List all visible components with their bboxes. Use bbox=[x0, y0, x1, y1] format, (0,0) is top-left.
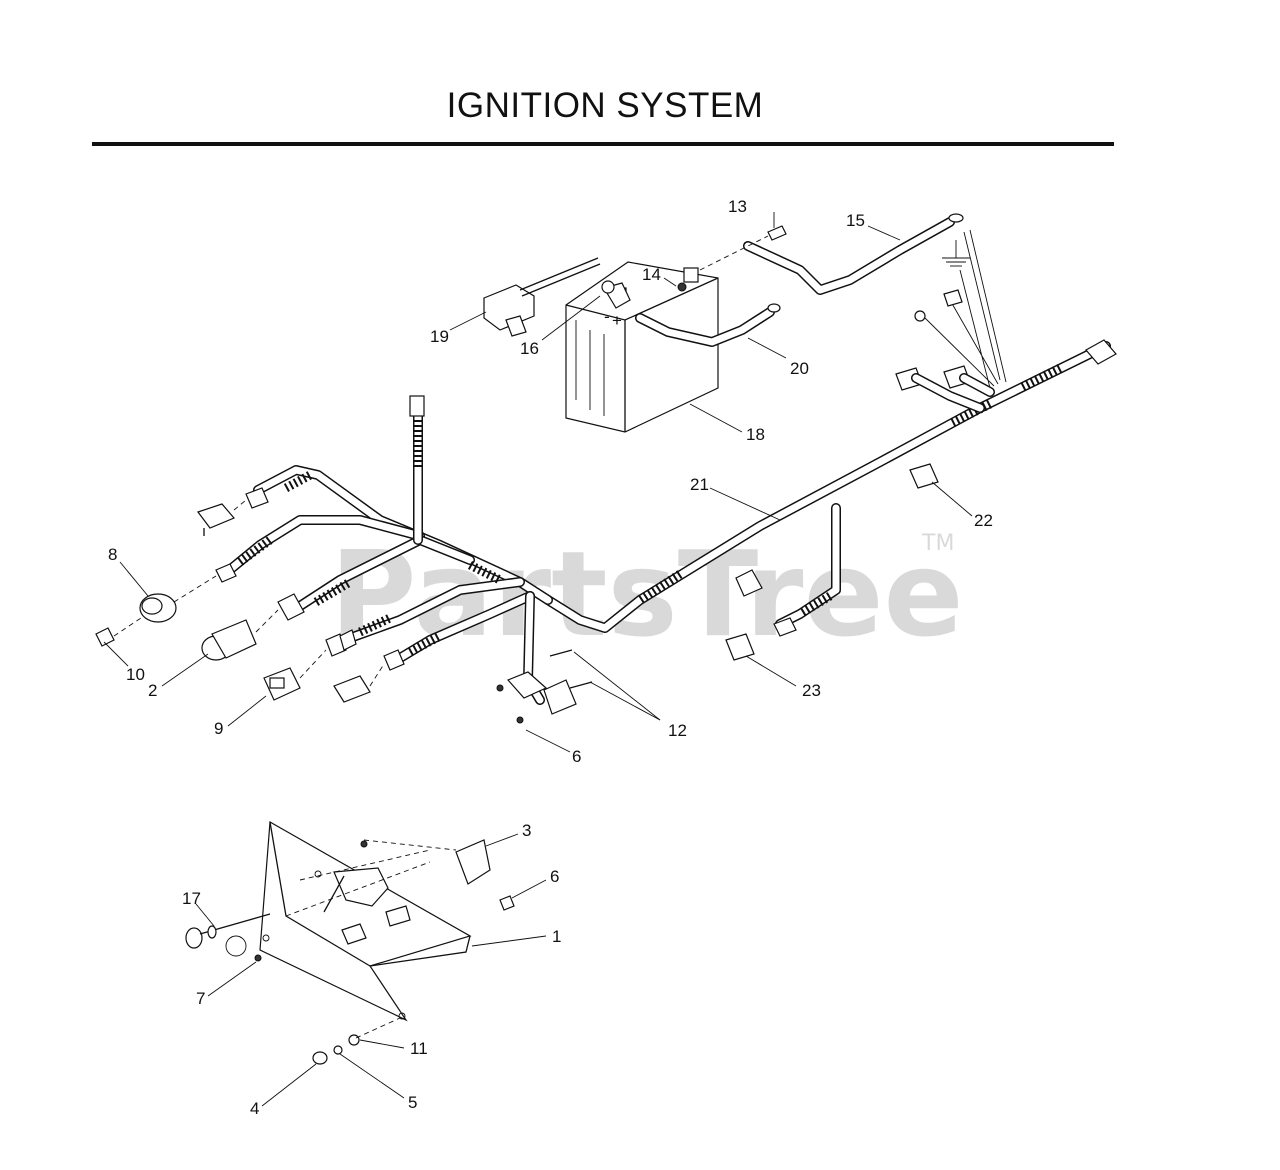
plate-screw[interactable] bbox=[254, 954, 262, 962]
callout-6-upper: 6 bbox=[572, 747, 581, 766]
dash-mounting-plate[interactable] bbox=[259, 821, 472, 1022]
interlock-switch-bracket[interactable] bbox=[496, 649, 593, 724]
throttle-bracket[interactable] bbox=[455, 839, 491, 885]
callout-4: 4 bbox=[250, 1099, 259, 1118]
pto-switch[interactable] bbox=[201, 609, 279, 661]
callout-11: 11 bbox=[410, 1039, 428, 1058]
callout-numbers: 13 15 14 16 19 20 18 21 22 23 12 6 8 10 … bbox=[108, 197, 993, 1118]
callout-15: 15 bbox=[846, 211, 865, 230]
relay[interactable] bbox=[725, 569, 797, 661]
callout-18: 18 bbox=[746, 425, 765, 444]
ignition-key[interactable] bbox=[95, 615, 145, 647]
connector-pto[interactable] bbox=[277, 593, 305, 621]
battery-plus-mark: + bbox=[612, 311, 622, 330]
callout-6-lower: 6 bbox=[550, 867, 559, 886]
harness-connector-right[interactable] bbox=[1085, 339, 1117, 365]
connector-brake-switch[interactable] bbox=[333, 649, 405, 703]
rocker-switch[interactable] bbox=[263, 649, 327, 701]
callout-2: 2 bbox=[148, 681, 157, 700]
relay-clip[interactable] bbox=[909, 463, 939, 489]
riser-connector[interactable] bbox=[409, 395, 425, 417]
callout-17: 17 bbox=[182, 889, 201, 908]
plate-nut[interactable] bbox=[499, 895, 515, 911]
title-divider bbox=[92, 142, 1114, 146]
main-wire-harness[interactable] bbox=[227, 341, 1111, 705]
callout-5: 5 bbox=[408, 1093, 417, 1112]
callout-3: 3 bbox=[522, 821, 531, 840]
harness-connector-upper-b[interactable] bbox=[943, 365, 995, 397]
callout-7: 7 bbox=[196, 989, 205, 1008]
battery[interactable]: - + bbox=[565, 261, 719, 433]
connector-headlight[interactable] bbox=[325, 629, 357, 657]
callout-21: 21 bbox=[690, 475, 709, 494]
callout-23: 23 bbox=[802, 681, 821, 700]
watermark-tm: TM bbox=[921, 531, 954, 556]
negative-cable[interactable] bbox=[635, 303, 781, 347]
positive-cable[interactable] bbox=[743, 213, 964, 295]
ignition-key-switch[interactable] bbox=[139, 575, 217, 623]
callout-16: 16 bbox=[520, 339, 539, 358]
callout-9: 9 bbox=[214, 719, 223, 738]
battery-minus-mark: - bbox=[604, 307, 610, 326]
harness-connector-upper-a[interactable] bbox=[895, 367, 985, 413]
callout-19: 19 bbox=[430, 327, 449, 346]
callout-8: 8 bbox=[108, 545, 117, 564]
connector-seat-switch[interactable] bbox=[197, 487, 269, 536]
callout-1: 1 bbox=[552, 927, 561, 946]
starter-solenoid[interactable] bbox=[483, 257, 601, 337]
battery-terminal-positive bbox=[683, 267, 699, 283]
callout-22: 22 bbox=[974, 511, 993, 530]
callout-10: 10 bbox=[126, 665, 145, 684]
plug-cap bbox=[225, 935, 247, 957]
mounting-hardware[interactable] bbox=[312, 1017, 401, 1065]
connector-ignition[interactable] bbox=[215, 563, 237, 583]
battery-bolt[interactable] bbox=[699, 225, 787, 271]
ground-wires bbox=[914, 229, 1007, 389]
battery-nut[interactable] bbox=[677, 282, 687, 292]
callout-14: 14 bbox=[642, 265, 661, 284]
choke-knob-rod[interactable] bbox=[185, 913, 271, 949]
callout-12: 12 bbox=[668, 721, 687, 740]
callout-13: 13 bbox=[728, 197, 747, 216]
page-title: IGNITION SYSTEM bbox=[446, 86, 764, 125]
callout-20: 20 bbox=[790, 359, 809, 378]
callout-leaders bbox=[103, 212, 973, 1107]
terminal-cover[interactable] bbox=[601, 280, 631, 309]
